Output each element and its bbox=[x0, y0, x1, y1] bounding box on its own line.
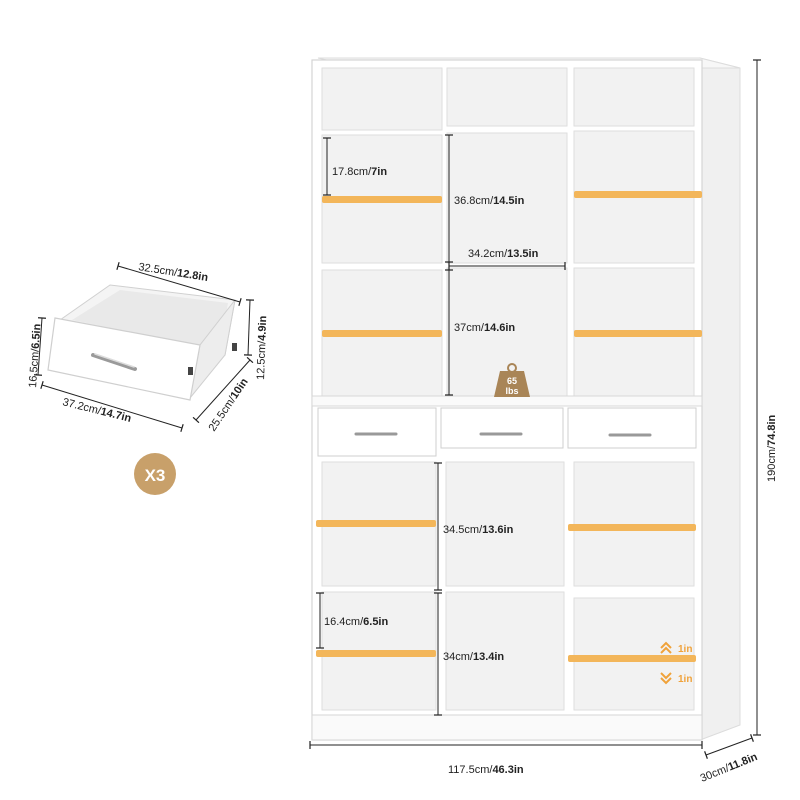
upper-cube-height-label: 37cm/14.6in bbox=[454, 322, 515, 334]
weight-unit: lbs bbox=[505, 386, 518, 396]
drawer-depth-line bbox=[192, 356, 254, 424]
lower-compartments bbox=[321, 461, 695, 711]
adjustable-shelf bbox=[574, 191, 702, 198]
cabinet-drawer bbox=[440, 407, 564, 449]
lower-upper-height-label: 34.5cm/13.6in bbox=[443, 524, 514, 536]
drawer-depth-label: 25.5cm/10in bbox=[207, 376, 251, 434]
drawer-inner-height-label: 12.5cm/4.9in bbox=[255, 315, 269, 380]
drawer-illustration: 32.5cm/12.8in 37.2cm/14.7in 25.5cm/10in … bbox=[27, 261, 269, 495]
quantity-badge-label: X3 bbox=[145, 466, 166, 485]
drawer-front-panel bbox=[47, 317, 201, 401]
weight-value: 65 bbox=[507, 376, 517, 386]
cube-width-label: 34.2cm/13.5in bbox=[468, 248, 539, 260]
weight-capacity-icon: 65 lbs bbox=[494, 363, 530, 397]
lower-small-gap-label: 16.4cm/6.5in bbox=[324, 616, 388, 628]
chevron-down-icon bbox=[660, 672, 672, 685]
cabinet-base-plinth bbox=[311, 714, 703, 741]
top-middle-height-label: 36.8cm/14.5in bbox=[454, 195, 525, 207]
overall-height-label: 190cm/74.8in bbox=[766, 414, 778, 482]
overall-depth-label: 30cm/11.8in bbox=[699, 751, 760, 785]
bookcase-cabinet: 17.8cm/7in 36.8cm/14.5in 34.2cm/13.5in 3… bbox=[309, 57, 778, 785]
bottom-height-label: 34cm/13.4in bbox=[443, 651, 504, 663]
adjustable-shelf bbox=[322, 330, 442, 337]
adjustable-shelf bbox=[574, 330, 702, 337]
overall-depth-line bbox=[704, 734, 754, 759]
drawer-slide-tab bbox=[232, 343, 237, 351]
drawer-width-label: 32.5cm/12.8in bbox=[138, 261, 210, 284]
cabinet-drawer bbox=[567, 407, 697, 449]
drawer-width-line bbox=[116, 261, 242, 307]
adjustable-shelf bbox=[322, 196, 442, 203]
adjustable-shelf-group bbox=[316, 191, 702, 662]
cabinet-drawer bbox=[317, 407, 437, 457]
top-small-gap-label: 17.8cm/7in bbox=[332, 166, 387, 178]
overall-width-label: 117.5cm/46.3in bbox=[448, 764, 524, 776]
cabinet-side-panel bbox=[699, 57, 741, 741]
quantity-badge bbox=[134, 453, 176, 495]
drawer-handle bbox=[91, 353, 137, 371]
drawer-height-label: 16.5cm/6.5in bbox=[27, 323, 43, 388]
drawer-slide-tab bbox=[188, 367, 193, 375]
adjustable-shelf bbox=[316, 650, 436, 657]
upper-hutch-compartments bbox=[321, 67, 695, 397]
counter-top bbox=[311, 395, 703, 407]
drawer-inner-height-line bbox=[243, 299, 255, 356]
adjust-up-label: 1in bbox=[678, 644, 692, 655]
shelf-adjust-indicator: 1in 1in bbox=[660, 641, 692, 685]
drawer-front-width-label: 37.2cm/14.7in bbox=[61, 396, 132, 425]
drawer-row bbox=[317, 407, 697, 457]
inner-dimension-lines bbox=[316, 134, 566, 716]
drawer-front-width-line bbox=[40, 381, 184, 432]
adjustable-shelf bbox=[568, 524, 696, 531]
adjustable-shelf bbox=[316, 520, 436, 527]
adjust-down-label: 1in bbox=[678, 674, 692, 685]
chevron-up-icon bbox=[660, 641, 672, 654]
drawer-height-line bbox=[33, 317, 47, 376]
adjustable-shelf bbox=[568, 655, 696, 662]
